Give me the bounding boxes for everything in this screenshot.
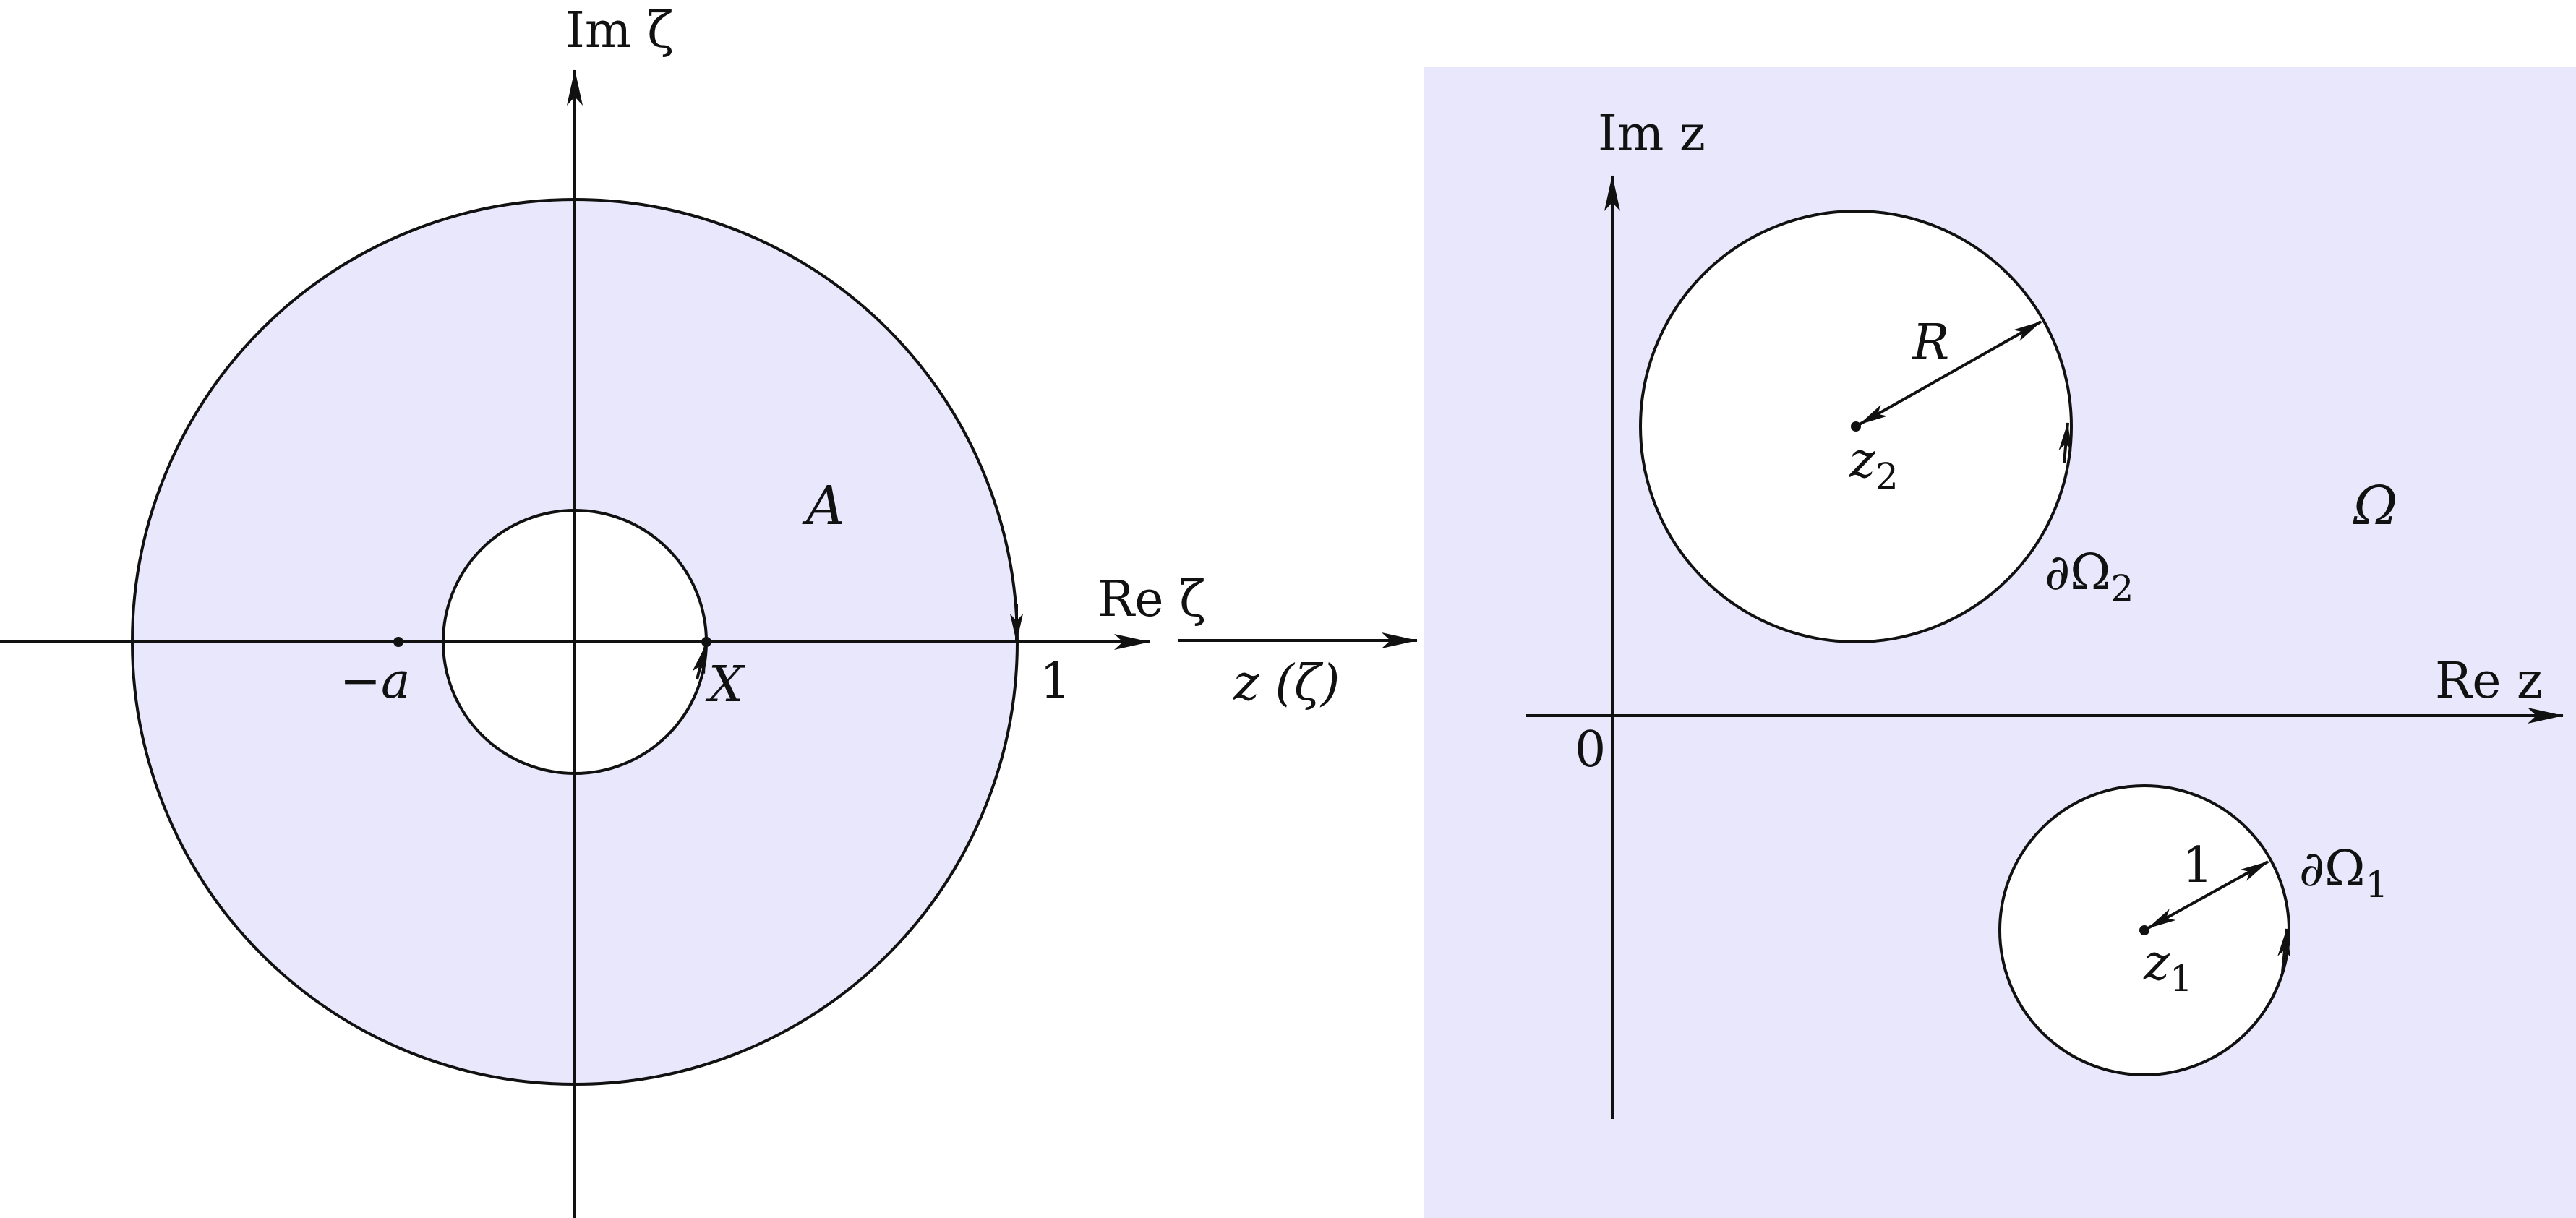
boundary-1-label: ∂Ω1: [2299, 841, 2388, 906]
z2-label: z2: [1849, 432, 1899, 497]
tick-one-label: 1: [1040, 653, 1071, 710]
mapping: z (ζ): [1178, 632, 1418, 712]
z1-sub: 1: [2170, 958, 2193, 1000]
z1-point: [2139, 925, 2149, 935]
omega-region-fill: [1424, 67, 2576, 1218]
boundary-2-label: ∂Ω2: [2045, 544, 2134, 609]
radius-1-label: 1: [2182, 837, 2213, 894]
z1-label: z1: [2143, 935, 2193, 1000]
origin-label: 0: [1575, 721, 1606, 779]
orientation-arrow-2: [2058, 422, 2072, 463]
omega-label: Ω: [2353, 475, 2397, 537]
mapping-label: z (ζ): [1233, 655, 1340, 712]
z-plane-panel: Im z Re z 0 Ω R z2 ∂Ω2 1 ∂Ω1 z1: [1424, 67, 2576, 1218]
minus-a-label: −a: [340, 653, 411, 710]
radius-R-arrow: [1859, 320, 2042, 426]
zeta-plane-panel: Im ζ Re ζ A −a X 1: [0, 2, 1206, 1218]
orientation-arrow-1: [2277, 928, 2291, 973]
X-point: [701, 637, 711, 647]
radius-R-label: R: [1911, 314, 1949, 372]
re-zeta-label: Re ζ: [1097, 571, 1206, 628]
z2-point: [1851, 421, 1861, 432]
inner-orientation-arrow: [692, 645, 707, 680]
im-zeta-label: Im ζ: [565, 2, 674, 59]
region-A-label: A: [802, 475, 844, 537]
minus-a-point: [393, 637, 403, 647]
X-label: X: [705, 656, 745, 713]
z2-sub: 2: [1875, 455, 1899, 497]
im-z-label: Im z: [1598, 106, 1706, 163]
re-z-label: Re z: [2435, 653, 2543, 710]
boundary-1-sub: 1: [2366, 864, 2389, 906]
boundary-2-sub: 2: [2111, 567, 2134, 609]
radius-1-arrow: [2147, 860, 2269, 930]
